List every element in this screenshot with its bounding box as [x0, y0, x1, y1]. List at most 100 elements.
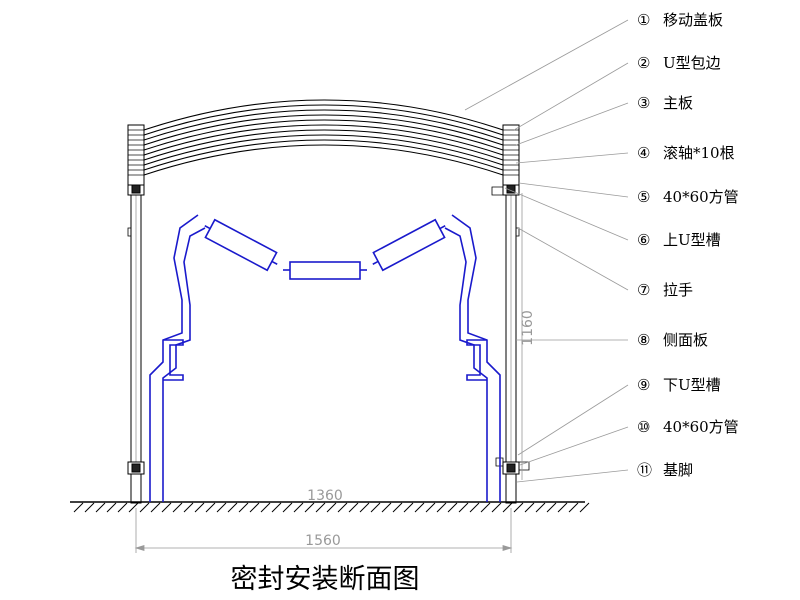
height-dimension: 1160	[520, 310, 536, 346]
hatch-stroke	[381, 502, 392, 513]
hatch-stroke	[403, 502, 414, 513]
hatch-stroke	[95, 502, 106, 513]
hatch-stroke	[579, 502, 590, 513]
callout-number: ⑨	[637, 376, 650, 394]
callout-label: 滚轴*10根	[663, 144, 735, 162]
hatch-stroke	[469, 502, 480, 513]
hatch-stroke	[359, 502, 370, 513]
hatch-stroke	[458, 502, 469, 513]
hatch-stroke	[557, 502, 568, 513]
cover-layer	[143, 124, 504, 156]
leader-line	[515, 152, 629, 164]
drawing-title: 密封安装断面图	[231, 564, 420, 595]
hatch-stroke	[513, 502, 524, 513]
cover-layer	[143, 144, 504, 176]
hatch-stroke	[128, 502, 139, 513]
hatch-stroke	[161, 502, 172, 513]
callout-label: 主板	[663, 94, 693, 112]
hatch-stroke	[227, 502, 238, 513]
callout-number: ⑩	[637, 418, 650, 436]
inner-width-dimension: 1360	[307, 488, 343, 504]
center-idler-roller	[289, 261, 361, 280]
hatch-stroke	[249, 502, 260, 513]
hatch-stroke	[282, 502, 293, 513]
hatch-stroke	[425, 502, 436, 513]
leader-line	[464, 19, 629, 111]
hatch-stroke	[117, 502, 128, 513]
callout-number: ④	[637, 144, 650, 162]
hatch-stroke	[106, 502, 117, 513]
hatch-stroke	[447, 502, 458, 513]
hatch-stroke	[73, 502, 84, 513]
callout-number: ⑦	[637, 281, 650, 299]
hatch-stroke	[326, 502, 337, 513]
hatch-stroke	[315, 502, 326, 513]
callout-label: 移动盖板	[663, 11, 723, 29]
hatch-stroke	[260, 502, 271, 513]
hatch-stroke	[535, 502, 546, 513]
left-idler-roller	[204, 218, 278, 272]
leader-line	[504, 187, 629, 241]
hatch-stroke	[337, 502, 348, 513]
cover-layer	[143, 114, 504, 146]
hatch-stroke	[172, 502, 183, 513]
callout-label: 基脚	[663, 461, 693, 479]
hatch-stroke	[216, 502, 227, 513]
callout-number: ⑥	[637, 231, 650, 249]
hatch-stroke	[392, 502, 403, 513]
callout-label: 40*60方管	[663, 188, 739, 206]
cover-arch-layers	[143, 99, 504, 176]
hatch-stroke	[183, 502, 194, 513]
callout-number: ⑧	[637, 331, 650, 349]
hatch-stroke	[271, 502, 282, 513]
callout-number: ①	[637, 11, 650, 29]
hatch-stroke	[84, 502, 95, 513]
hatch-stroke	[436, 502, 447, 513]
hatch-stroke	[568, 502, 579, 513]
callout-label: 40*60方管	[663, 418, 739, 436]
hatch-stroke	[238, 502, 249, 513]
ground	[70, 501, 590, 513]
dimension-lines	[134, 193, 523, 553]
cover-end-ticks	[128, 129, 519, 176]
callout-label: 拉手	[663, 281, 693, 299]
callout-label: U型包边	[663, 54, 721, 72]
cover-layer	[143, 139, 504, 171]
callout-label: 侧面板	[663, 331, 708, 349]
callout-number: ⑤	[637, 188, 650, 206]
hatch-stroke	[502, 502, 513, 513]
cover-layer	[143, 104, 504, 136]
callout-leader-lines	[464, 19, 629, 483]
cover-layer	[143, 134, 504, 166]
left-side-post	[127, 182, 145, 504]
leader-line	[516, 469, 629, 483]
conveyor-idler-frame	[149, 214, 501, 502]
cover-layer	[143, 129, 504, 161]
leader-line	[518, 182, 629, 198]
hatch-stroke	[304, 502, 315, 513]
hatch-stroke	[370, 502, 381, 513]
callout-number: ⑪	[637, 461, 652, 479]
leader-line	[517, 227, 629, 291]
callout-label: 上U型槽	[663, 231, 721, 249]
leader-line	[513, 62, 629, 131]
moving-cover-plate	[127, 99, 520, 186]
overall-width-dimension: 1560	[305, 533, 341, 549]
cover-layer	[143, 99, 504, 131]
hatch-stroke	[480, 502, 491, 513]
hatch-stroke	[194, 502, 205, 513]
hatch-stroke	[524, 502, 535, 513]
cover-layer	[143, 119, 504, 151]
hatch-stroke	[205, 502, 216, 513]
hatch-stroke	[491, 502, 502, 513]
hatch-stroke	[150, 502, 161, 513]
ground-hatching	[73, 502, 590, 513]
callout-number: ②	[637, 54, 650, 72]
hatch-stroke	[348, 502, 359, 513]
callout-list: ① 移动盖板 ② U型包边 ③ 主板 ④ 滚轴*10根 ⑤ 40*60方管 ⑥ 上U型槽 ⑦ 拉手 ⑧ 侧面板…	[637, 11, 739, 479]
hatch-stroke	[293, 502, 304, 513]
callout-number: ③	[637, 94, 650, 112]
hatch-stroke	[546, 502, 557, 513]
hatch-stroke	[414, 502, 425, 513]
